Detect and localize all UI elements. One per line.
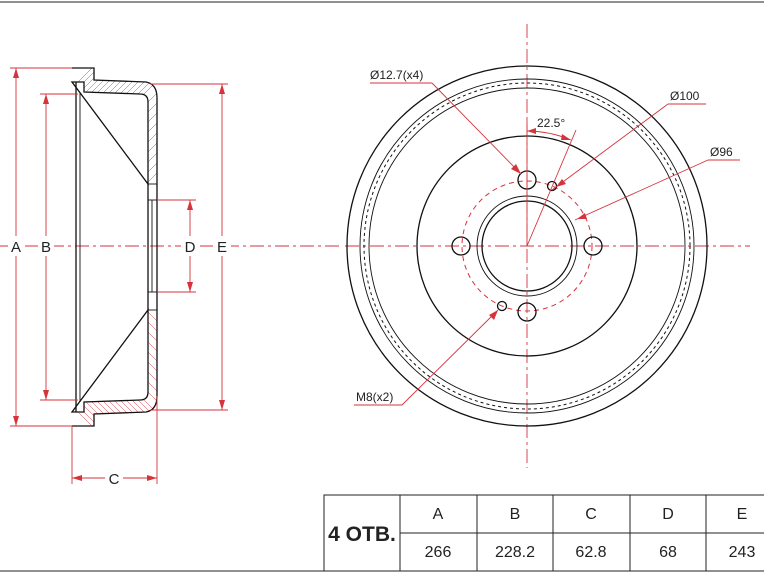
angle-arrow-left xyxy=(527,128,536,134)
section-hatching xyxy=(72,68,157,184)
dim-c-arrow-right xyxy=(147,475,157,481)
leader-pcd-inner-diag xyxy=(574,159,709,221)
dim-e-arrow-bot xyxy=(219,400,225,410)
threaded-hole-upper xyxy=(546,180,558,192)
table-header-b: B xyxy=(510,506,521,523)
table-value-b: 228.2 xyxy=(495,544,535,561)
table-value-c: 62.8 xyxy=(575,544,606,561)
dim-b-arrow-top xyxy=(43,94,49,104)
table-value-a: 266 xyxy=(425,544,452,561)
leader-bolt-holes-diag xyxy=(431,82,522,175)
dim-e-arrow-top xyxy=(219,84,225,94)
callout-pcd-outer: Ø100 xyxy=(670,89,700,103)
callout-bolt-holes: Ø12.7(x4) xyxy=(370,68,423,82)
leader-pcd-outer-arrow xyxy=(556,179,566,187)
table-header-d: D xyxy=(662,506,674,523)
dim-e-label: E xyxy=(217,239,227,256)
leader-threaded-diag xyxy=(401,309,499,406)
dim-d-arrow-top xyxy=(187,200,193,210)
dim-a-label: A xyxy=(11,239,21,256)
spec-table: 4 ОТВ. A B C D E 266 228.2 62.8 68 243 xyxy=(323,494,764,572)
table-header-c: C xyxy=(585,506,597,523)
table-value-d: 68 xyxy=(659,544,677,561)
rim-hidden-circle xyxy=(363,82,691,410)
leader-bolt-holes-arrow xyxy=(511,164,521,174)
drum-outline-bottom xyxy=(70,308,158,427)
dim-c-label: C xyxy=(109,471,120,488)
threaded-hole-lower xyxy=(496,300,508,312)
callout-threaded: M8(x2) xyxy=(356,390,393,404)
dim-a-arrow-top xyxy=(13,68,19,78)
angle-label: 22.5° xyxy=(537,116,565,130)
spec-table-frame xyxy=(323,494,764,572)
leader-pcd-outer-diag xyxy=(551,103,669,191)
table-header-a: A xyxy=(433,506,444,523)
drum-outline-top xyxy=(70,67,158,186)
dim-d-arrow-bot xyxy=(187,282,193,292)
bolt-hole-right xyxy=(583,236,603,256)
dim-a-arrow-bot xyxy=(13,416,19,426)
side-view: A B D E C xyxy=(0,67,340,488)
dim-d-label: D xyxy=(185,239,196,256)
leader-pcd-inner-arrow xyxy=(577,213,587,219)
table-header-e: E xyxy=(737,506,748,523)
dim-b-arrow-bot xyxy=(43,390,49,400)
front-view: 22.5° Ø12.7(x4) Ø100 Ø96 M8(x2) xyxy=(345,24,750,468)
angle-arrow-right xyxy=(561,134,571,140)
leader-threaded-arrow xyxy=(489,310,498,320)
outer-rim-circle xyxy=(346,65,708,427)
rim-step-circle xyxy=(359,78,695,414)
dim-c-arrow-left xyxy=(72,475,82,481)
dim-b-label: B xyxy=(41,239,51,256)
angle-ray-diag xyxy=(526,129,577,247)
bolt-hole-left xyxy=(451,236,471,256)
section-hatching-bottom xyxy=(72,310,157,426)
callout-pcd-inner: Ø96 xyxy=(710,145,733,159)
pcd-circle xyxy=(461,180,593,312)
bolt-hole-bottom xyxy=(517,302,537,322)
table-value-e: 243 xyxy=(729,544,756,561)
holes-count-label: 4 ОТВ. xyxy=(328,523,396,546)
rim-inner-circle xyxy=(368,87,686,405)
